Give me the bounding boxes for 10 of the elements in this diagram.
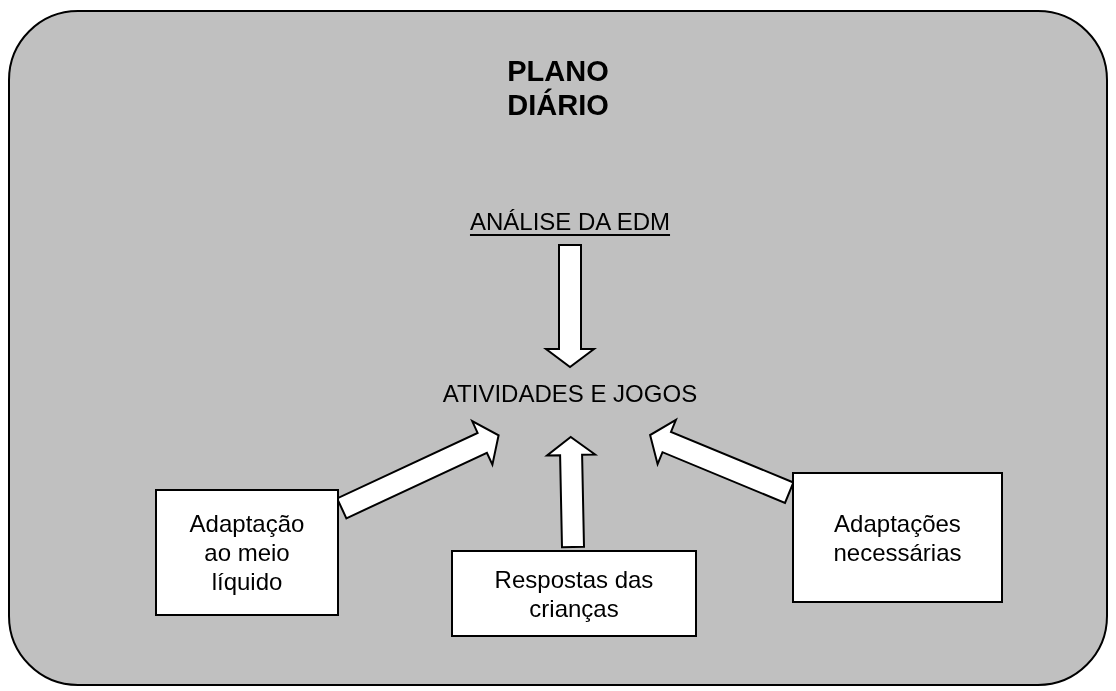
process-box: Adaptações necessárias: [792, 472, 1003, 603]
block-arrow: [543, 244, 597, 369]
panel-title: PLANO DIÁRIO: [506, 54, 610, 122]
process-box: Adaptação ao meio líquido: [155, 489, 339, 616]
block-arrow: [544, 435, 599, 549]
text-label: ANÁLISE DA EDM: [380, 202, 760, 242]
text-label: ATIVIDADES E JOGOS: [370, 370, 770, 434]
rounded-panel: [8, 10, 1108, 686]
block-arrow: [648, 417, 795, 505]
process-box: Respostas das crianças: [451, 550, 697, 637]
